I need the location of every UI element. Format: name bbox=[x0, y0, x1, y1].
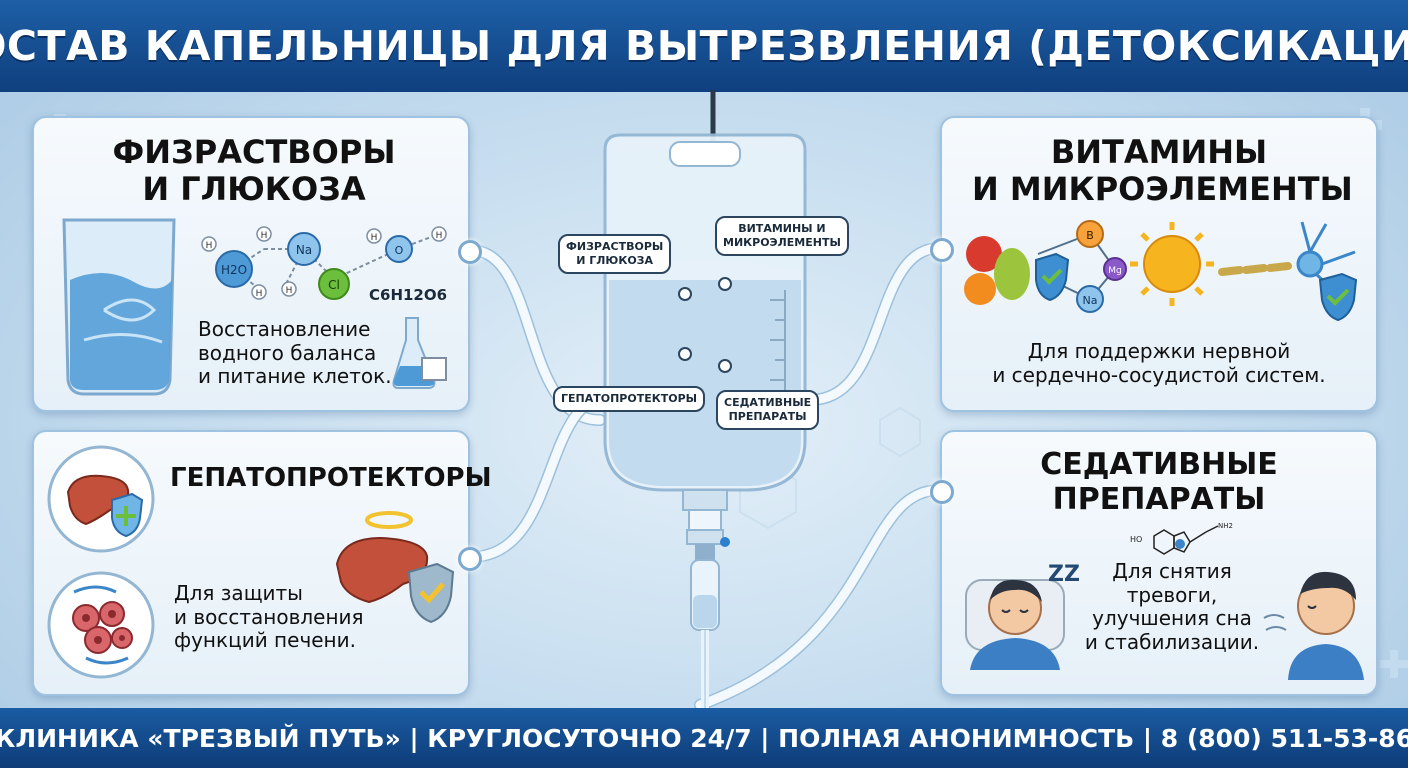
sun-icon bbox=[1130, 222, 1214, 306]
breath-icon bbox=[1263, 614, 1287, 631]
sleep-zzz: ZZ bbox=[1048, 562, 1080, 587]
connector-node bbox=[458, 240, 482, 264]
sleeping-person-icon bbox=[965, 579, 1065, 670]
sugar-cube-icon bbox=[421, 357, 447, 381]
valve-icon bbox=[720, 537, 730, 547]
bag-label-gepato: ГЕПАТОПРОТЕКТОРЫ bbox=[553, 386, 706, 412]
vitamin-b-label: B bbox=[1086, 229, 1094, 242]
footer-bar: КЛИНИКА «ТРЕЗВЫЙ ПУТЬ» | КРУГЛОСУТОЧНО 2… bbox=[0, 708, 1408, 768]
flask-icon bbox=[392, 317, 447, 389]
calm-person-icon bbox=[1263, 571, 1364, 680]
card-title: ГЕПАТОПРОТЕКТОРЫ bbox=[170, 463, 492, 493]
shield-icon bbox=[1318, 272, 1358, 322]
arrow-icon bbox=[85, 656, 129, 665]
o-label: O bbox=[395, 244, 404, 257]
halo-icon bbox=[365, 511, 413, 529]
svg-text:H: H bbox=[261, 231, 268, 241]
na-label: Na bbox=[1083, 294, 1098, 307]
header-bar: СОСТАВ КАПЕЛЬНИЦЫ ДЛЯ ВЫТРЕЗВЛЕНИЯ (ДЕТО… bbox=[0, 0, 1408, 92]
svg-text:H: H bbox=[371, 233, 378, 243]
sedative-molecule-icon: HO NH2 bbox=[1130, 522, 1233, 555]
vitamins-illustration: B Mg Na bbox=[964, 220, 1358, 322]
liver-halo-icon bbox=[335, 511, 455, 624]
orange-icon bbox=[964, 273, 996, 305]
cl-label: Cl bbox=[328, 278, 340, 292]
svg-text:H: H bbox=[206, 241, 213, 251]
arrow-icon bbox=[73, 585, 117, 594]
connector-node bbox=[930, 238, 954, 262]
liver-shield-icon bbox=[47, 445, 155, 553]
nerve-fiber-icon bbox=[1218, 262, 1292, 276]
glucose-formula: C6H12O6 bbox=[369, 286, 447, 304]
apple-icon bbox=[966, 236, 1002, 272]
h2o-label: H2O bbox=[221, 263, 247, 277]
pear-icon bbox=[994, 248, 1030, 300]
cells-icon bbox=[47, 571, 155, 679]
svg-text:H: H bbox=[436, 231, 443, 241]
beaker-icon bbox=[62, 218, 176, 396]
connector-node bbox=[458, 547, 482, 571]
connector-node bbox=[930, 480, 954, 504]
molecules-diagram: H2O Na Cl O H H H H H H C6H12O6 bbox=[201, 226, 447, 304]
na-label: Na bbox=[296, 243, 312, 257]
footer-contact-text: КЛИНИКА «ТРЕЗВЫЙ ПУТЬ» | КРУГЛОСУТОЧНО 2… bbox=[0, 723, 1408, 753]
mg-label: Mg bbox=[1108, 266, 1121, 276]
shield-icon bbox=[407, 562, 455, 624]
plus-decor-icon bbox=[1380, 650, 1408, 678]
mol-nh-label: NH2 bbox=[1218, 522, 1233, 530]
page-title: СОСТАВ КАПЕЛЬНИЦЫ ДЛЯ ВЫТРЕЗВЛЕНИЯ (ДЕТО… bbox=[0, 22, 1408, 70]
mol-ho-label: HO bbox=[1130, 535, 1142, 544]
svg-text:H: H bbox=[256, 289, 263, 299]
svg-text:H: H bbox=[286, 286, 293, 296]
